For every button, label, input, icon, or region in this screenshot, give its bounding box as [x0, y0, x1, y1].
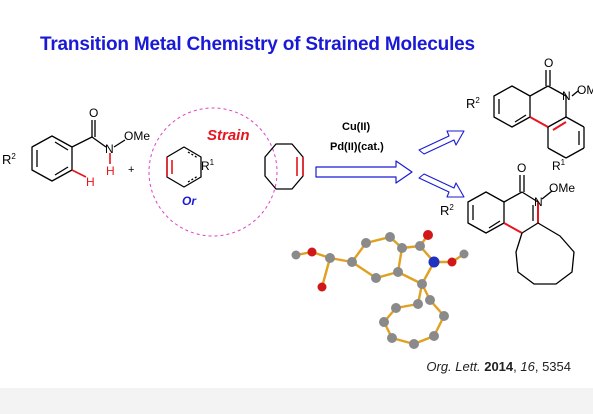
product1-r2: R2: [466, 96, 480, 111]
condition-line-2: Pd(II)(cat.): [330, 141, 384, 153]
reactant-benzamide: [31, 120, 126, 182]
aryne-structure: [166, 146, 202, 188]
branch-arrow-up: [418, 130, 465, 155]
product2-ome: OMe: [549, 181, 575, 195]
footer-band: [0, 388, 593, 414]
reactant-ome: OMe: [124, 129, 150, 143]
plus-sign: +: [128, 164, 134, 176]
reactant-nh-h: H: [106, 164, 115, 178]
citation: Org. Lett. 2014, 16, 5354: [426, 359, 571, 374]
or-label: Or: [182, 194, 197, 208]
reagent-dashed-circle: [148, 107, 278, 237]
condition-line-1: Cu(II): [342, 121, 370, 133]
product-phenanthridinone: [493, 70, 585, 159]
product2-n: N: [534, 195, 543, 209]
product-cycloocta-isoquinolinone: [467, 175, 575, 285]
citation-pages: 5354: [542, 359, 571, 374]
citation-journal: Org. Lett.: [426, 359, 481, 374]
branch-arrow-down: [418, 173, 465, 198]
reaction-arrow: [315, 160, 413, 184]
crystal-structure: [291, 230, 469, 349]
reactant-carbonyl-o: O: [89, 106, 98, 120]
product1-o: O: [544, 56, 553, 70]
product2-r2: R2: [440, 203, 454, 218]
citation-volume: 16: [520, 359, 535, 374]
cyclooctyne-structure: [264, 143, 304, 190]
strain-label: Strain: [207, 127, 250, 144]
product1-r1: R1: [552, 158, 566, 173]
product1-ome: OMe: [577, 83, 593, 97]
reactant-n: N: [105, 142, 114, 156]
product1-n: N: [562, 89, 571, 103]
reactant-ortho-h: H: [86, 175, 95, 189]
product2-o: O: [517, 161, 526, 175]
aryne-r1-label: R1: [201, 158, 215, 173]
reactant-r2-label: R2: [2, 152, 16, 167]
slide-title: Transition Metal Chemistry of Strained M…: [40, 34, 475, 55]
citation-year: 2014: [484, 359, 514, 374]
